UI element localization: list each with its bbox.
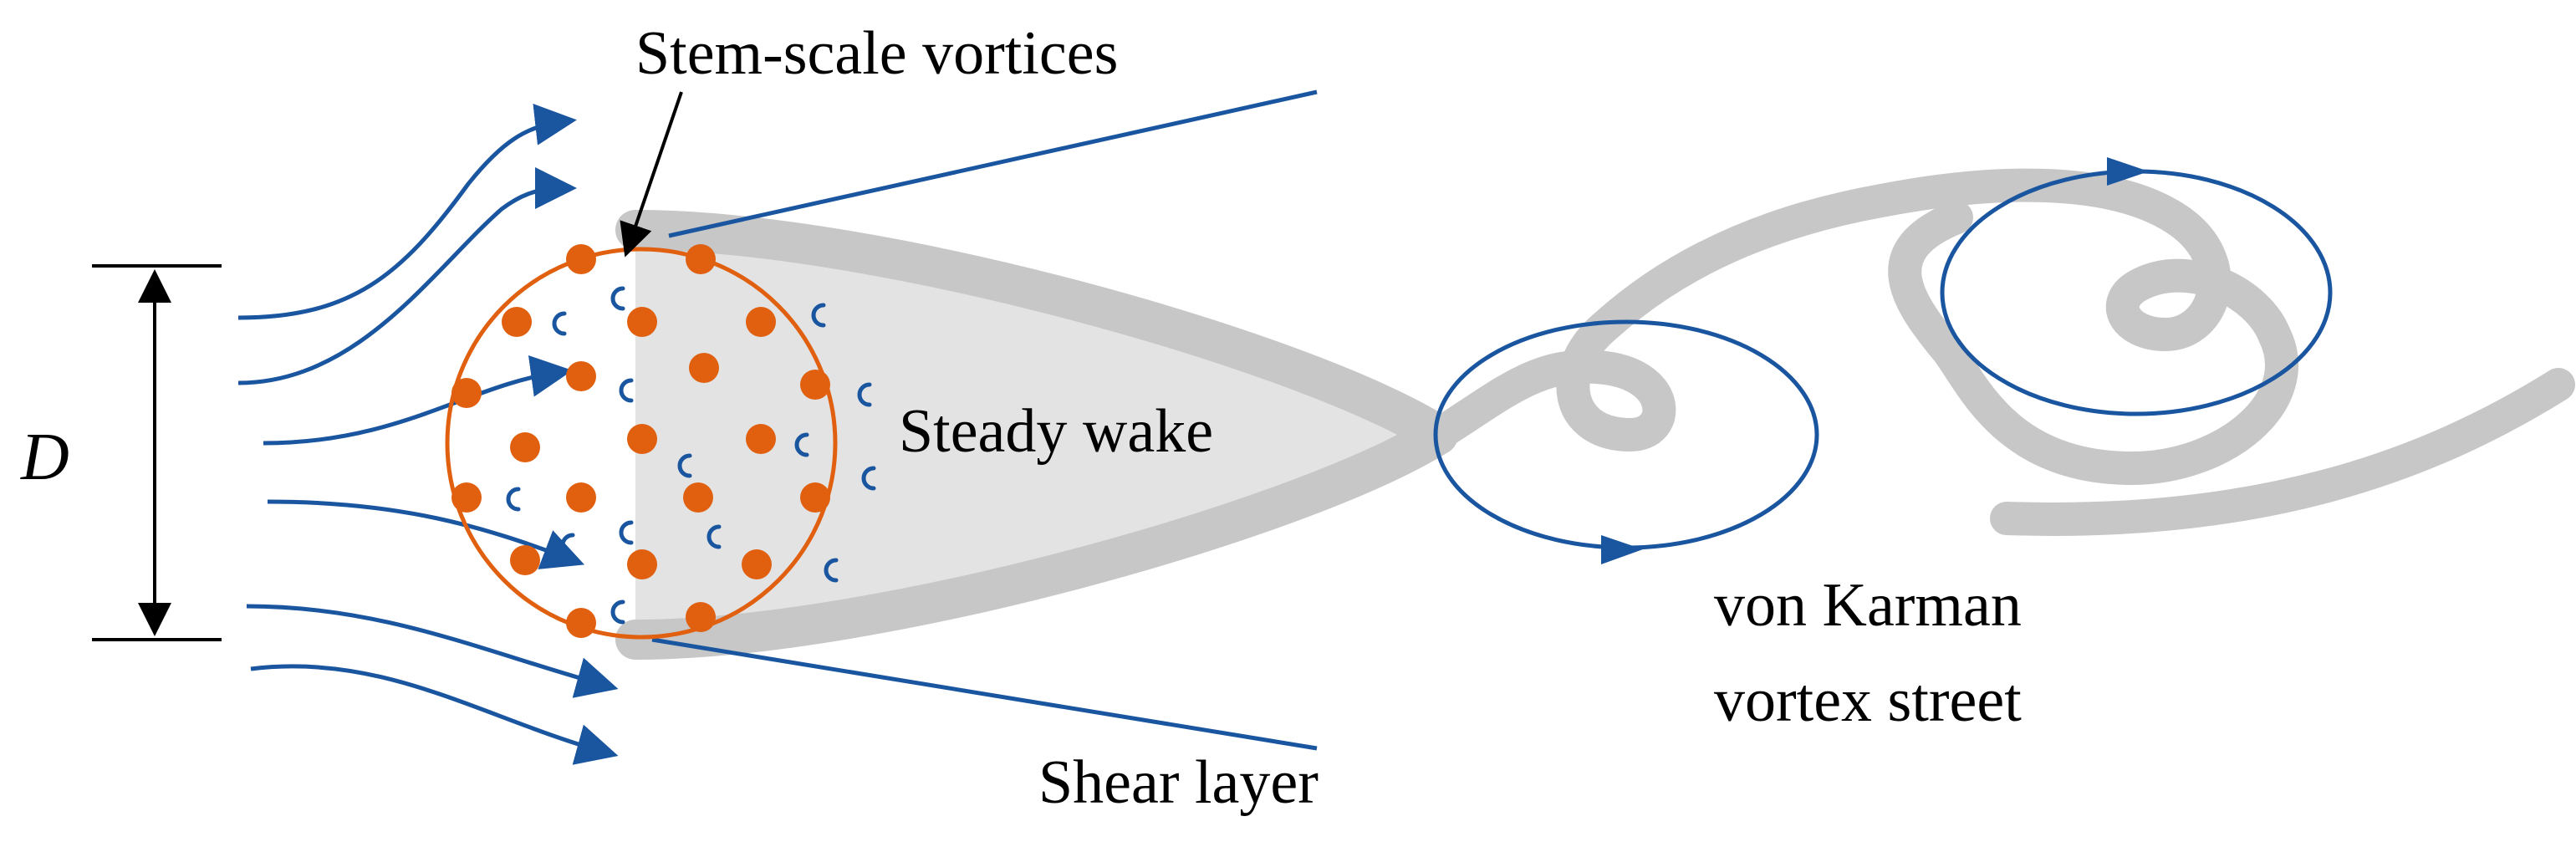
vortex-street-tail bbox=[1990, 368, 2575, 536]
streamline-4 bbox=[267, 499, 585, 569]
vortex-street-band bbox=[1421, 168, 2298, 485]
stem-marker bbox=[742, 549, 772, 579]
stem-marker bbox=[451, 378, 482, 408]
stem-marker bbox=[451, 482, 482, 513]
small-vortex bbox=[706, 524, 722, 549]
small-vortex bbox=[794, 432, 809, 457]
stem-marker bbox=[800, 482, 830, 513]
stem-marker bbox=[627, 424, 657, 454]
wake-upper-band bbox=[615, 210, 1458, 455]
stem-marker bbox=[683, 482, 713, 513]
steady-wake-region bbox=[635, 226, 1438, 644]
small-vortex bbox=[610, 286, 625, 311]
small-vortex bbox=[619, 378, 634, 403]
small-vortex bbox=[677, 453, 692, 478]
shear-layer-lower-line bbox=[651, 637, 1318, 751]
stem-marker bbox=[746, 307, 776, 337]
small-vortex bbox=[506, 487, 521, 512]
stem-marker bbox=[627, 549, 657, 579]
diameter-label: D bbox=[20, 421, 69, 494]
stem-marker bbox=[686, 602, 716, 632]
stem-marker bbox=[800, 370, 830, 400]
stem-marker bbox=[566, 482, 596, 513]
stem-marker bbox=[746, 424, 776, 454]
stem-marker bbox=[502, 307, 532, 337]
stem-scale-vortex-markers bbox=[506, 286, 876, 625]
streamline-3 bbox=[263, 355, 573, 446]
stem-marker bbox=[566, 244, 596, 274]
stem-marker bbox=[689, 353, 719, 383]
incoming-flow-streamlines bbox=[237, 104, 619, 765]
von-karman-label-line2: vortex street bbox=[1714, 666, 2022, 735]
small-vortex bbox=[861, 466, 876, 491]
streamline-5 bbox=[246, 604, 619, 698]
small-vortex bbox=[811, 303, 826, 328]
streamline-2 bbox=[237, 167, 577, 385]
stem-marker bbox=[686, 244, 716, 274]
small-vortex bbox=[857, 382, 872, 407]
stem-vortices-callout-arrow bbox=[620, 91, 683, 258]
stem-marker bbox=[566, 361, 596, 391]
streamline-1 bbox=[237, 104, 577, 320]
shear-layer-label: Shear layer bbox=[1038, 748, 1319, 817]
von-karman-label-line1: von Karman bbox=[1714, 571, 2022, 640]
small-vortex bbox=[560, 533, 575, 558]
small-vortex bbox=[619, 520, 634, 545]
stem-marker bbox=[566, 608, 596, 638]
karman-lower-arrow-icon bbox=[1601, 535, 1643, 564]
stem-marker bbox=[627, 307, 657, 337]
steady-wake-label: Steady wake bbox=[899, 397, 1213, 466]
stem-marker bbox=[510, 432, 540, 462]
stem-scale-vortices-label: Stem-scale vortices bbox=[635, 19, 1118, 88]
stem-markers bbox=[451, 244, 830, 638]
small-vortex bbox=[610, 600, 625, 625]
small-vortex bbox=[552, 311, 567, 336]
shear-layer-upper-line bbox=[668, 89, 1318, 238]
karman-upper-arrow-icon bbox=[2107, 157, 2149, 186]
small-vortex bbox=[824, 558, 839, 583]
diameter-dimension bbox=[92, 264, 222, 641]
stem-marker bbox=[510, 545, 540, 575]
streamline-6 bbox=[250, 664, 619, 765]
wake-lower-band bbox=[615, 415, 1458, 660]
